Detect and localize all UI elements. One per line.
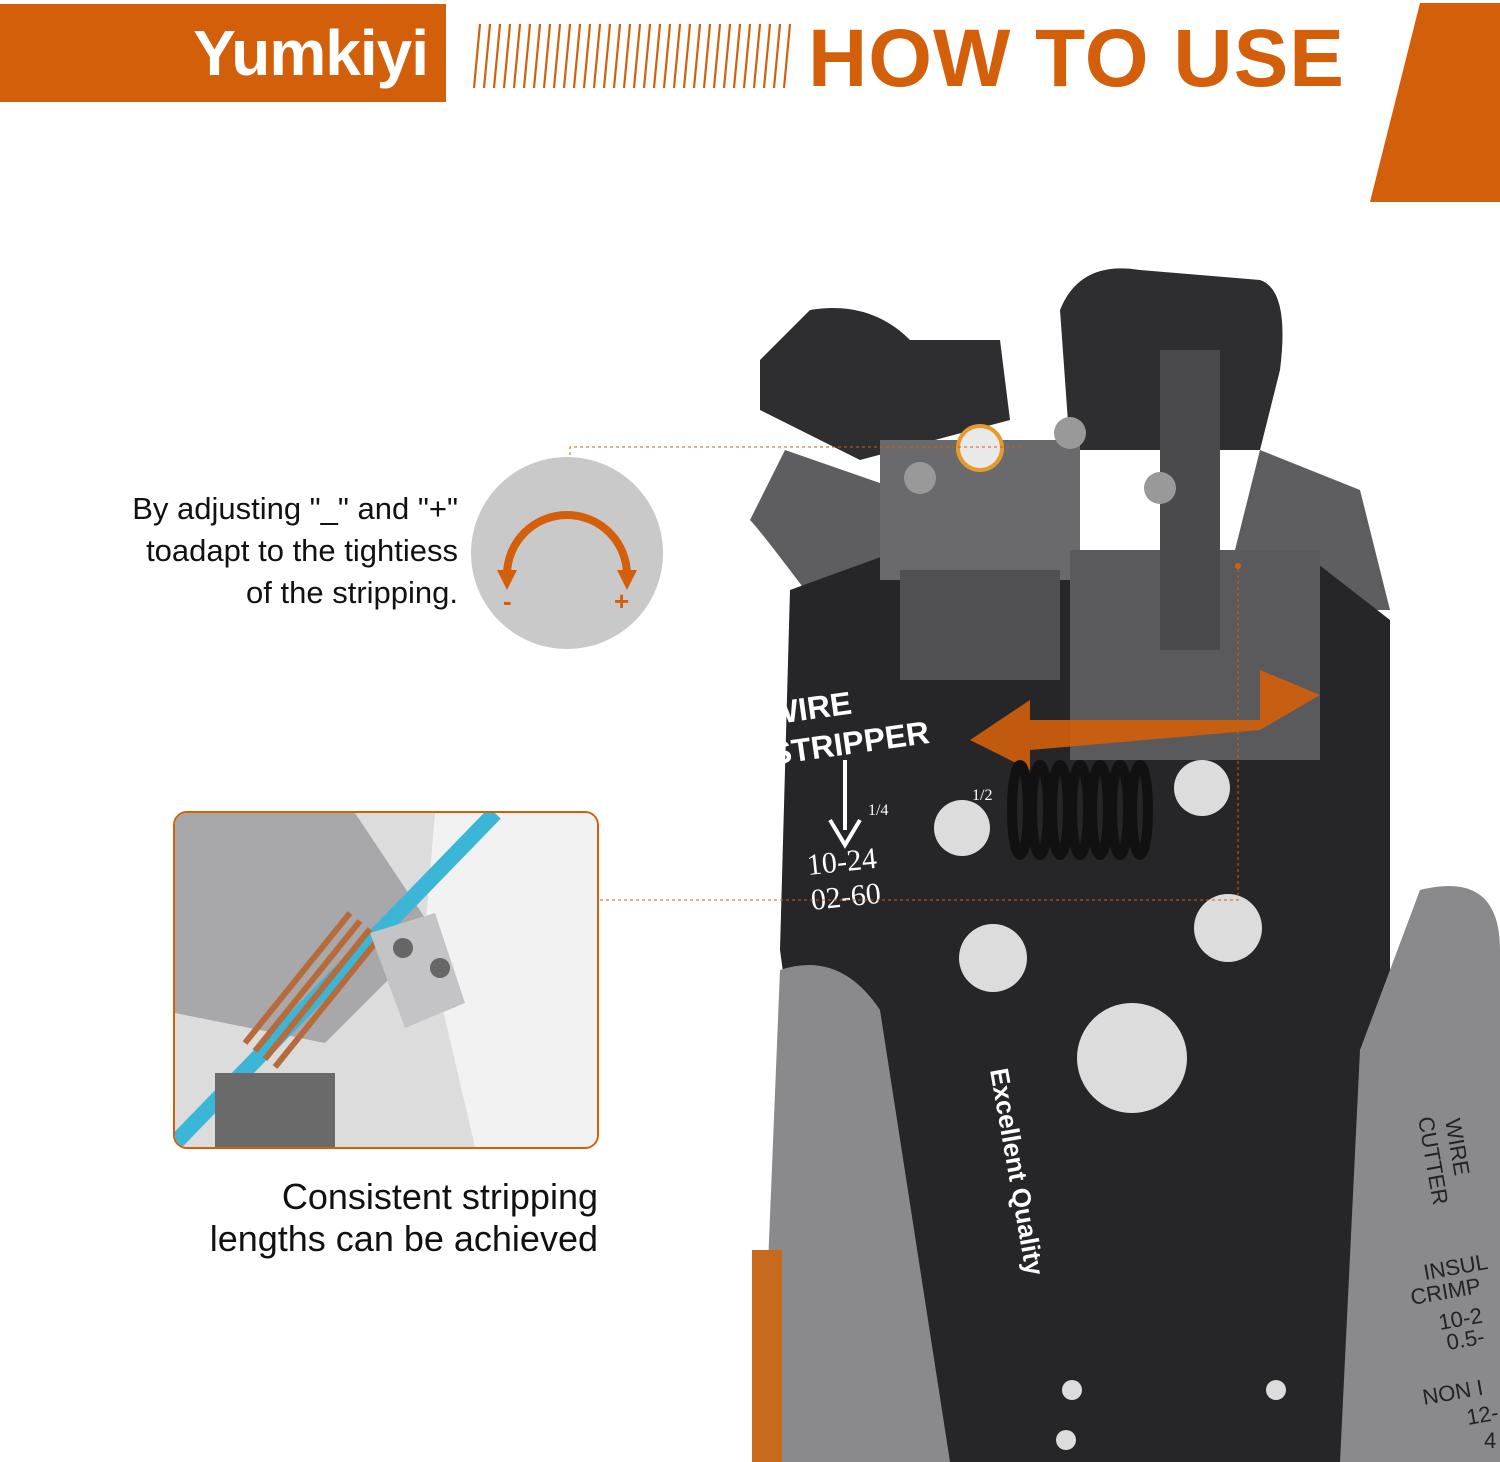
adjust-dial-icon: - + bbox=[471, 457, 663, 649]
consistent-note-line: Consistent stripping bbox=[281, 1176, 598, 1217]
adjust-tightness-note: By adjusting "_" and "+" toadapt to the … bbox=[40, 488, 458, 614]
wire-stripper-tool-image: WIRE STRIPPER 1/4 1/2 10-24 02-60 Excell… bbox=[750, 268, 1500, 1462]
marking-half: 1/2 bbox=[972, 787, 992, 804]
marking-quarter: 1/4 bbox=[868, 802, 888, 819]
decorative-stripes bbox=[472, 24, 792, 88]
corner-accent bbox=[1370, 3, 1500, 202]
brand-banner: Yumkiyi bbox=[0, 4, 446, 102]
adjust-note-line: of the stripping. bbox=[246, 575, 458, 610]
marking-non-3: 4 bbox=[1484, 1428, 1496, 1453]
consistent-length-note: Consistent stripping lengths can be achi… bbox=[100, 1176, 598, 1260]
adjust-note-line: toadapt to the tightiess bbox=[146, 533, 458, 568]
minus-label: - bbox=[503, 586, 512, 616]
plus-label: + bbox=[614, 586, 629, 616]
page-title: HOW TO USE bbox=[808, 13, 1345, 104]
marking-non-2: 12- bbox=[1465, 1400, 1500, 1430]
stripping-closeup-image bbox=[173, 811, 599, 1149]
consistent-note-line: lengths can be achieved bbox=[209, 1218, 598, 1259]
brand-name: Yumkiyi bbox=[193, 17, 429, 89]
adjust-note-line: By adjusting "_" and "+" bbox=[132, 491, 458, 526]
